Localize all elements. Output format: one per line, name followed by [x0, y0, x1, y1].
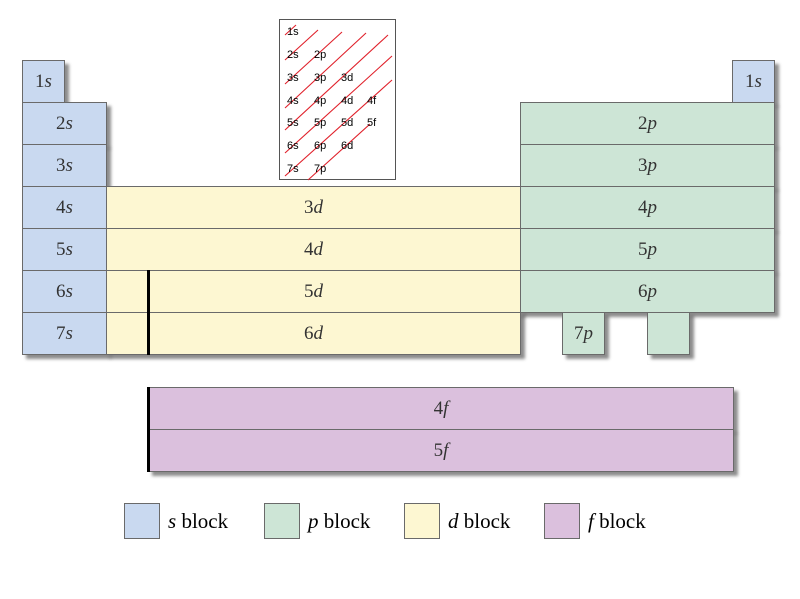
- orbital-label: 4f: [433, 397, 449, 419]
- s-block-2s: 2s: [22, 102, 107, 145]
- inset-orbital: 4s: [287, 95, 299, 107]
- inset-orbital: 5d: [341, 117, 354, 129]
- inset-orbital: 4d: [341, 95, 354, 107]
- diagonal-arrow: [284, 29, 319, 61]
- f-block-left-edge-line: [147, 387, 150, 472]
- diagonal-arrow: [284, 24, 297, 36]
- aufbau-filling-order-inset: 1s 2s 2p 3s 3p 3d 4s 4p 4d 4f 5s 5p 5d 5…: [279, 19, 396, 181]
- diagonal-arrow: [284, 55, 393, 154]
- orbital-label: 6d: [304, 322, 323, 344]
- orbital-label: 7p: [574, 322, 593, 344]
- legend-label-s: s block: [168, 509, 229, 533]
- orbital-label: 5p: [638, 238, 657, 260]
- p-block-5p: 5p: [520, 228, 775, 271]
- orbital-label: 7s: [56, 322, 73, 344]
- p-block-3p: 3p: [520, 144, 775, 187]
- orbital-label: 2p: [638, 112, 657, 134]
- inset-orbital: 4f: [367, 95, 377, 107]
- orbital-label: 2s: [56, 112, 73, 134]
- legend-swatch-p: [264, 503, 300, 539]
- orbital-label: 3p: [638, 154, 657, 176]
- legend-swatch-d: [404, 503, 440, 539]
- s-block-4s: 4s: [22, 186, 107, 229]
- inset-orbital: 7p: [314, 163, 327, 175]
- s-block-7s: 7s: [22, 312, 107, 355]
- diagonal-arrow: [307, 123, 371, 181]
- orbital-label: 5f: [433, 439, 449, 461]
- orbital-label: 5d: [304, 280, 323, 302]
- orbital-label: 1s: [745, 70, 762, 92]
- d-block-6d: 6d: [106, 312, 521, 355]
- filling-order-arrows: [284, 24, 393, 181]
- p-block-6p: 6p: [520, 270, 775, 313]
- p-block-4p: 4p: [520, 186, 775, 229]
- inset-orbital: 2p: [314, 49, 327, 61]
- orbital-label: 6p: [638, 280, 657, 302]
- diagonal-arrow: [284, 32, 367, 109]
- p-block-2p: 2p: [520, 102, 775, 145]
- legend-label-p: p block: [308, 509, 371, 533]
- orbital-label: 6s: [56, 280, 73, 302]
- legend-label-d: d block: [448, 509, 511, 533]
- s-block-5s: 5s: [22, 228, 107, 271]
- legend-label-f: f block: [588, 509, 646, 533]
- lanthanide-divider-line: [147, 270, 150, 355]
- f-block-5f: 5f: [148, 429, 734, 472]
- legend-swatch-f: [544, 503, 580, 539]
- legend-swatch-s: [124, 503, 160, 539]
- orbital-label: 5s: [56, 238, 73, 260]
- inset-orbital: 5f: [367, 117, 377, 129]
- inset-orbital: 5p: [314, 117, 327, 129]
- inset-orbital: 6s: [287, 140, 299, 152]
- f-block-4f: 4f: [148, 387, 734, 430]
- diagonal-arrow: [284, 79, 393, 177]
- orbital-label: 4d: [304, 238, 323, 260]
- inset-orbital: 3p: [314, 72, 327, 84]
- p-block-unlabeled-cell: [647, 312, 690, 355]
- inset-orbital: 6p: [314, 140, 327, 152]
- p-block-7p: 7p: [562, 312, 605, 355]
- s-block-3s: 3s: [22, 144, 107, 187]
- inset-orbital: 2s: [287, 49, 299, 61]
- diagonal-arrow: [284, 31, 343, 85]
- orbital-label: 4p: [638, 196, 657, 218]
- d-block-3d: 3d: [106, 186, 521, 229]
- inset-orbital: 1s: [287, 26, 299, 38]
- orbital-label: 1s: [35, 70, 52, 92]
- inset-orbital: 7s: [287, 163, 299, 175]
- s-block-6s: 6s: [22, 270, 107, 313]
- orbital-label: 3s: [56, 154, 73, 176]
- orbital-label: 4s: [56, 196, 73, 218]
- diagonal-arrow: [284, 34, 389, 131]
- inset-orbital: 3d: [341, 72, 354, 84]
- inset-orbital: 5s: [287, 117, 299, 129]
- orbital-label: 3d: [304, 196, 323, 218]
- inset-orbital: 3s: [287, 72, 299, 84]
- s-block-1s: 1s: [22, 60, 65, 103]
- s-block-1s-right: 1s: [732, 60, 775, 103]
- d-block-4d: 4d: [106, 228, 521, 271]
- d-block-5d: 5d: [106, 270, 521, 313]
- inset-orbital: 6d: [341, 140, 354, 152]
- inset-orbital: 4p: [314, 95, 327, 107]
